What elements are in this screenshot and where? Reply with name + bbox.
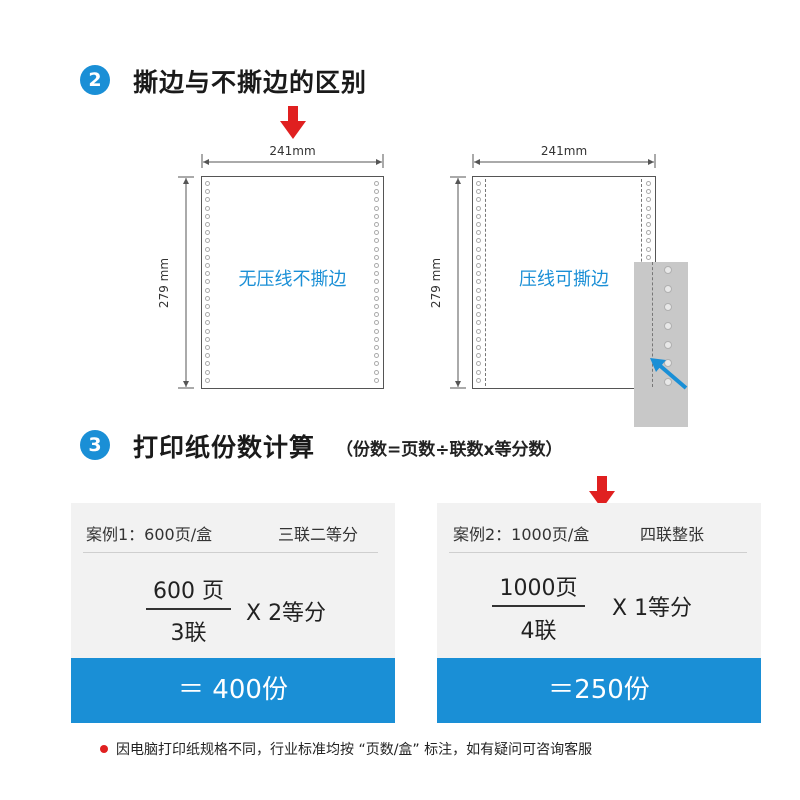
header-divider: [449, 552, 747, 553]
case-header-right: 四联整张: [640, 525, 705, 544]
fraction-denominator: 3联: [170, 621, 207, 646]
fraction-numerator: 1000页: [499, 576, 578, 601]
section-title: 撕边与不撕边的区别: [133, 68, 368, 97]
case-header-right: 三联二等分: [278, 525, 359, 544]
section-number-badge: 3: [80, 430, 110, 460]
width-dimension: 241mm: [472, 142, 656, 172]
case-card-1: 案例1：600页/盒 三联二等分 600 页 3联 X 2等分 ＝ 400份: [71, 503, 395, 723]
height-label: 279 mm: [157, 257, 171, 309]
width-label: 241mm: [540, 144, 588, 158]
down-arrow-icon: [280, 106, 306, 139]
sheet-label: 压线可撕边: [519, 269, 609, 290]
fraction-bar: [146, 608, 231, 610]
fraction-bar: [492, 605, 585, 607]
width-label: 241mm: [269, 144, 316, 158]
header-divider: [83, 552, 378, 553]
strip-sprocket-holes: [664, 266, 672, 386]
left-sprocket-holes: [205, 181, 211, 383]
case-header-left: 案例1：600页/盒: [86, 525, 213, 544]
multiplier: X 1等分: [612, 596, 693, 621]
section-number-badge: 2: [80, 65, 110, 95]
section-title: 打印纸份数计算: [133, 433, 316, 462]
tear-arrow-icon: [650, 358, 688, 390]
left-perforation-line: [485, 179, 486, 386]
case-header-left: 案例2：1000页/盒: [453, 525, 590, 544]
torn-edge-strip: [634, 262, 688, 427]
strip-perforation-line: [652, 262, 653, 387]
result-banner: ＝ 400份: [71, 658, 395, 723]
sheet-label: 无压线不撕边: [238, 269, 347, 290]
fraction-numerator: 600 页: [153, 579, 224, 604]
height-dimension: 279 mm: [429, 176, 466, 389]
footnote: 因电脑打印纸规格不同，行业标准均按 “页数/盒” 标注，如有疑问可咨询客服: [116, 742, 593, 758]
result-banner: ＝250份: [437, 658, 761, 723]
multiplier: X 2等分: [246, 601, 327, 626]
height-dimension: 279 mm: [157, 176, 194, 389]
case-card-2: 案例2：1000页/盒 四联整张 1000页 4联 X 1等分 ＝250份: [437, 503, 761, 723]
bullet-dot-icon: [100, 745, 108, 753]
fraction-denominator: 4联: [520, 619, 557, 644]
sheet-no-tear-edge: 无压线不撕边: [201, 176, 384, 389]
right-sprocket-holes: [374, 181, 380, 383]
sheet-tear-edge: 压线可撕边: [472, 176, 656, 389]
height-label: 279 mm: [429, 257, 443, 309]
left-sprocket-holes: [476, 181, 482, 383]
width-dimension: 241mm: [201, 142, 384, 172]
section-subtitle: （份数=页数÷联数x等分数）: [336, 440, 563, 460]
down-arrow-icon: [589, 476, 615, 509]
